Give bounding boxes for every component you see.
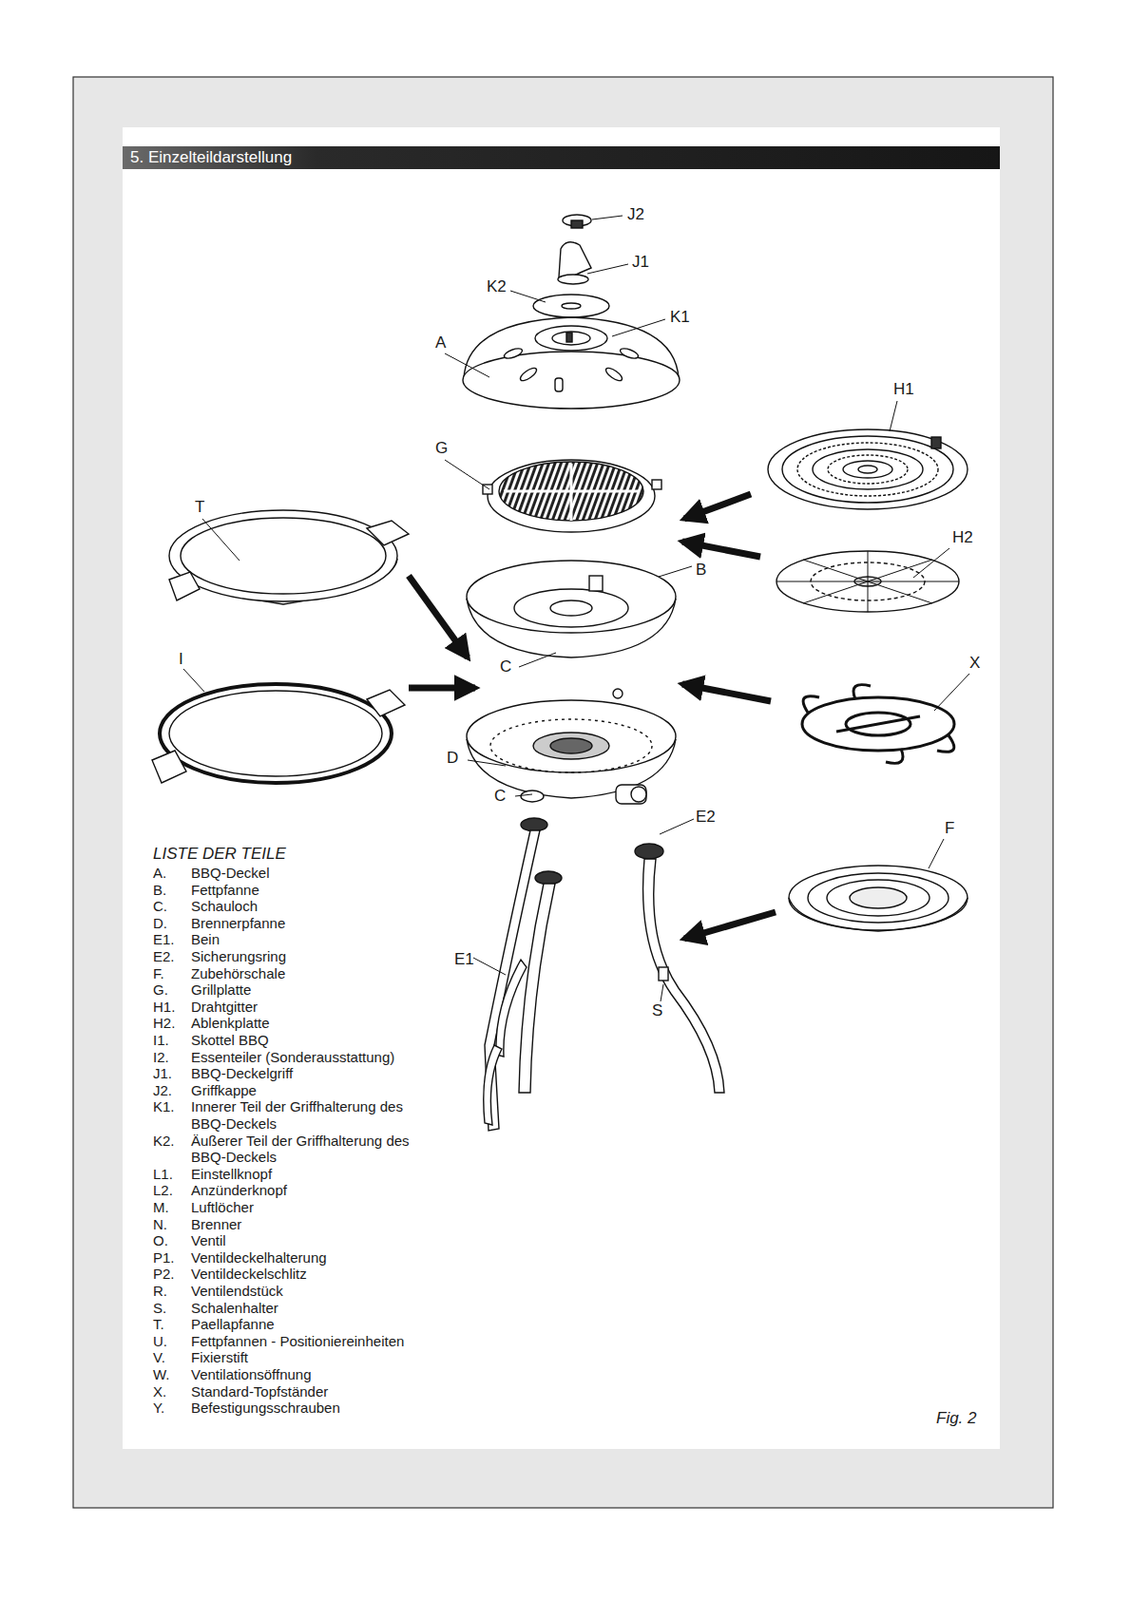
list-key: E2. xyxy=(153,948,175,966)
callout-letter: S xyxy=(651,1002,663,1021)
list-text: Griffkappe xyxy=(191,1082,441,1100)
list-key: W. xyxy=(153,1366,171,1384)
list-key: H2. xyxy=(153,1015,175,1033)
callout-letter: K1 xyxy=(670,308,691,327)
list-text: Essenteiler (Sonderausstattung) xyxy=(191,1049,441,1067)
list-text: Schauloch xyxy=(191,898,441,916)
list-key: G. xyxy=(153,981,169,999)
list-text: Fixierstift xyxy=(191,1349,441,1367)
callout-letter: J1 xyxy=(632,253,650,272)
callout-letter: B xyxy=(695,561,707,580)
list-text: Befestigungsschrauben xyxy=(191,1399,441,1418)
list-key: A. xyxy=(153,864,167,882)
list-text: Ventildeckelhalterung xyxy=(191,1249,441,1267)
list-key: N. xyxy=(153,1216,168,1234)
callout-letter: K2 xyxy=(486,278,507,297)
list-key: I1. xyxy=(153,1032,170,1050)
list-text: Ventil xyxy=(191,1232,441,1250)
list-text: Skottel BBQ xyxy=(191,1032,441,1050)
list-key: E1. xyxy=(153,931,175,949)
list-key: B. xyxy=(153,881,167,900)
list-text: Grillplatte xyxy=(191,981,441,999)
list-key: L1. xyxy=(153,1166,173,1184)
list-key: P2. xyxy=(153,1265,175,1284)
callout-letter: D xyxy=(446,749,459,768)
callout-letter: C xyxy=(494,787,506,806)
list-key: V. xyxy=(153,1349,166,1367)
list-text: Fettpfannen - Positioniereinheiten xyxy=(191,1333,441,1351)
list-text: Fettpfanne xyxy=(191,881,441,900)
list-text: Ventildeckelschlitz xyxy=(191,1265,441,1284)
callout-letter: X xyxy=(969,654,980,673)
list-key: K2. xyxy=(153,1132,175,1151)
list-text: Innerer Teil der Griffhalterung des BBQ-… xyxy=(191,1098,441,1132)
figure-caption: Fig. 2 xyxy=(936,1410,978,1429)
callout-letter: G xyxy=(435,440,448,459)
list-text: Luftlöcher xyxy=(191,1199,441,1217)
list-text: Ablenkplatte xyxy=(191,1015,441,1033)
list-key: L2. xyxy=(153,1182,173,1200)
list-key: U. xyxy=(153,1333,168,1351)
list-key: I2. xyxy=(153,1049,170,1067)
list-key: O. xyxy=(153,1232,169,1250)
list-text: Drahtgitter xyxy=(191,998,441,1016)
callout-letter: F xyxy=(944,820,955,839)
list-text: Äußerer Teil der Griffhalterung des BBQ-… xyxy=(191,1132,441,1167)
callout-letter: I xyxy=(178,651,184,670)
list-text: Einstellknopf xyxy=(191,1166,441,1184)
callout-letter: C xyxy=(499,658,512,677)
list-text: Brenner xyxy=(191,1216,441,1234)
list-heading: LISTE DER TEILE xyxy=(153,845,287,864)
list-key: H1. xyxy=(153,998,175,1016)
list-text: Standard-Topfständer xyxy=(191,1383,441,1401)
list-key: Y. xyxy=(153,1399,165,1418)
callout-letter: H1 xyxy=(893,381,915,400)
list-key: C. xyxy=(153,898,168,916)
title-band: 5. Einzelteildarstellung xyxy=(122,146,1000,170)
list-key: J1. xyxy=(153,1065,173,1083)
page-panel xyxy=(122,127,1000,1450)
callout-letter: A xyxy=(435,334,446,353)
list-text: Bein xyxy=(191,931,441,949)
list-key: T. xyxy=(153,1316,165,1334)
list-text: Anzünderknopf xyxy=(191,1182,441,1200)
list-key: F. xyxy=(153,965,165,983)
list-key: D. xyxy=(153,915,168,933)
callout-letter: J2 xyxy=(627,206,645,225)
callout-letter: T xyxy=(194,498,205,518)
callout-letter: E2 xyxy=(695,808,716,827)
list-key: P1. xyxy=(153,1249,175,1267)
list-key: R. xyxy=(153,1283,168,1301)
list-text: BBQ-Deckel xyxy=(191,864,441,882)
page-frame xyxy=(73,76,1054,1509)
list-text: Sicherungsring xyxy=(191,948,441,966)
callout-letter: E1 xyxy=(454,951,475,970)
list-key: J2. xyxy=(153,1082,173,1100)
callout-letter: H2 xyxy=(952,529,974,548)
list-text: BBQ-Deckelgriff xyxy=(191,1065,441,1083)
list-text: Brennerpfanne xyxy=(191,915,441,933)
title-text: 5. Einzelteildarstellung xyxy=(122,146,1000,170)
list-key: S. xyxy=(153,1300,167,1318)
list-text: Ventilendstück xyxy=(191,1283,441,1301)
list-text: Ventilationsöffnung xyxy=(191,1366,441,1384)
list-key: X. xyxy=(153,1383,167,1401)
list-text: Paellapfanne xyxy=(191,1316,441,1334)
list-text: Zubehörschale xyxy=(191,965,441,983)
list-key: M. xyxy=(153,1199,170,1217)
list-text: Schalenhalter xyxy=(191,1300,441,1318)
list-key: K1. xyxy=(153,1098,175,1116)
